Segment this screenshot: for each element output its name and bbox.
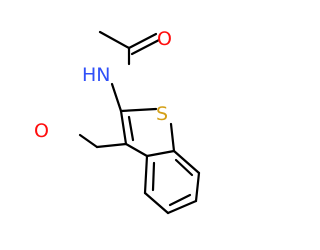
bond-c5-c4: [143, 191, 170, 215]
bond-methyl-carbonyl: [98, 30, 131, 50]
bond-aldehyde-oxygen: [78, 133, 99, 149]
bond-c3a-c3: [124, 142, 149, 158]
atom-label-amide-oxygen: O: [157, 28, 172, 50]
molecule-diagram: O HN S O: [34, 28, 201, 215]
bond-nitrogen-c2: [110, 82, 123, 113]
bond-sulfur-c7a: [169, 122, 176, 153]
bond-c3-c2-inner: [127, 115, 135, 142]
atom-label-amide-nitrogen: HN: [82, 64, 111, 86]
bond-c7a-c7: [172, 149, 201, 175]
bond-c4-c3a-inner: [151, 161, 156, 192]
bond-c6-c5-inner: [168, 193, 192, 207]
bond-c7-c6: [194, 171, 201, 203]
bond-c3-aldehyde-carbon: [95, 142, 128, 149]
bond-carbonyl-oxygen-2: [130, 38, 161, 56]
bond-c7-c7a-inner: [174, 158, 194, 177]
bond-c6-c5-outer: [166, 199, 198, 215]
atom-label-sulfur: S: [156, 103, 168, 125]
bond-c4-c3a: [143, 154, 149, 195]
bond-c3-c2-outer: [119, 109, 128, 146]
bond-c2-sulfur: [119, 107, 158, 113]
structure-canvas: O HN S O: [34, 28, 201, 215]
atom-label-aldehyde-oxygen: O: [34, 120, 49, 142]
bond-c7a-c3a: [145, 149, 176, 158]
bond-carbonyl-oxygen-1: [127, 32, 158, 50]
